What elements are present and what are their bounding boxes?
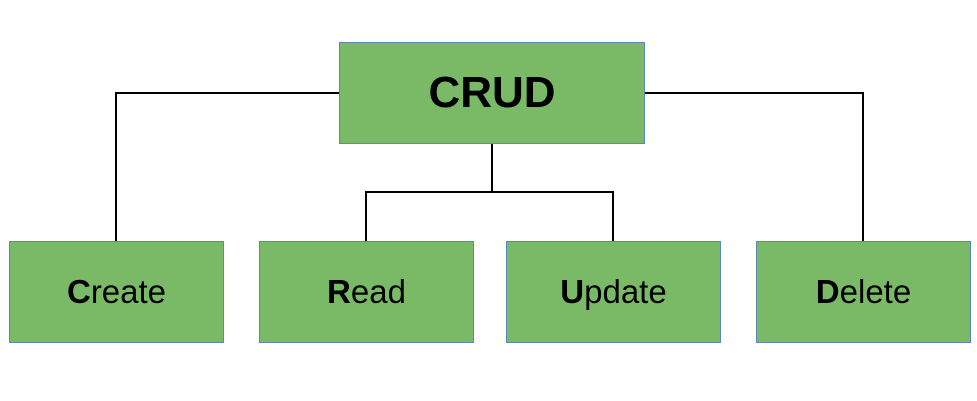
update-initial: U <box>560 273 585 310</box>
read-rest: ead <box>350 273 406 310</box>
read-initial: R <box>327 273 351 310</box>
connector-root-create <box>115 92 339 241</box>
delete-initial: D <box>815 273 840 310</box>
delete-rest: elete <box>839 273 912 310</box>
connector-root-delete <box>645 92 864 241</box>
create-rest: reate <box>90 273 167 310</box>
create-initial: C <box>66 273 91 310</box>
update-rest: pdate <box>584 273 667 310</box>
connector-read-update-bracket <box>365 191 614 241</box>
crud-root-label: CRUD <box>428 68 556 117</box>
crud-root-node: CRUD <box>339 42 645 144</box>
